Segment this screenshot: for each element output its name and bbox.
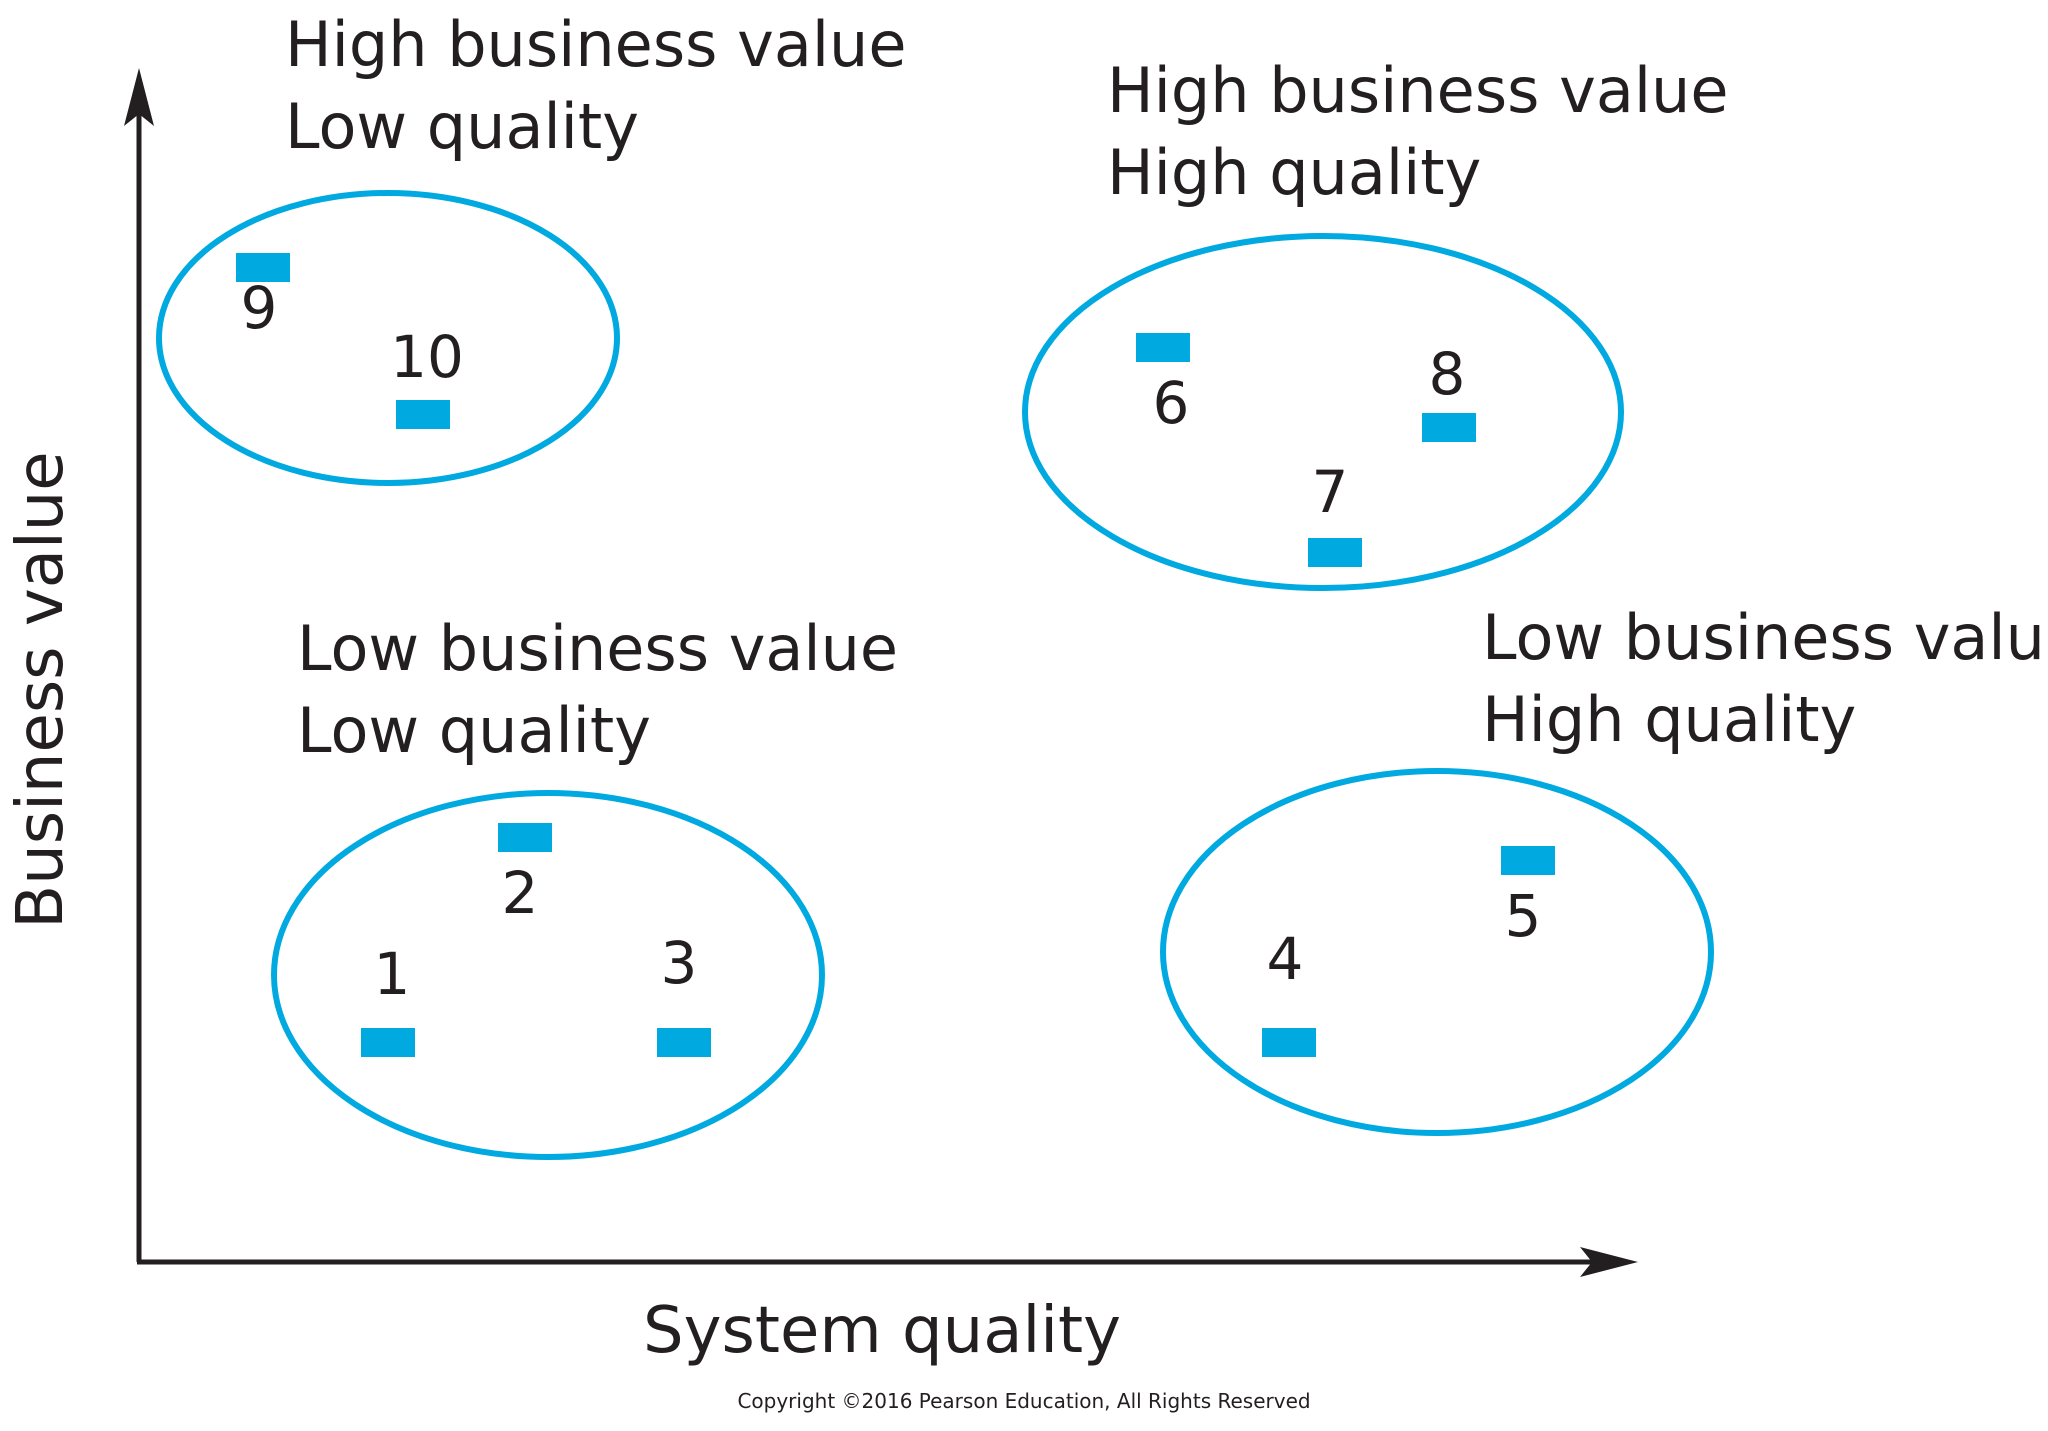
cluster-high-value-high-quality: High business value High quality 6 7 8 [1022,54,1728,591]
system-marker-3 [657,1028,711,1057]
system-number-2: 2 [502,859,539,927]
cluster-ellipse [1022,233,1624,591]
system-number-1: 1 [374,940,411,1008]
system-marker-5 [1501,846,1555,875]
y-axis-label: Business value [4,451,78,928]
system-number-5: 5 [1505,882,1542,950]
cluster-label-line1: High business value [1107,54,1728,127]
y-axis-arrowhead [124,68,154,126]
system-number-10: 10 [390,323,464,391]
cluster-label-line1: Low business value [297,612,898,685]
cluster-low-value-high-quality: Low business value High quality 5 4 [1160,601,2048,1136]
cluster-label-line2: Low quality [285,90,639,163]
cluster-ellipse [156,190,620,486]
system-marker-1 [361,1028,415,1057]
copyright-notice: Copyright ©2016 Pearson Education, All R… [737,1389,1310,1413]
axes [124,68,1638,1277]
system-marker-8 [1422,413,1476,442]
cluster-low-value-low-quality: Low business value Low quality 2 1 3 [271,612,898,1160]
x-axis-arrowhead [1580,1247,1638,1277]
system-number-9: 9 [241,274,278,342]
system-number-6: 6 [1153,369,1190,437]
cluster-label-line2: High quality [1482,683,1856,756]
system-marker-4 [1262,1028,1316,1057]
system-number-4: 4 [1267,925,1304,993]
system-marker-10 [396,400,450,429]
cluster-label-line2: Low quality [297,694,651,767]
system-marker-2 [498,823,552,852]
system-number-3: 3 [661,929,698,997]
cluster-label-line1: Low business value [1482,601,2048,674]
cluster-label-line1: High business value [285,8,906,81]
x-axis-label: System quality [643,1294,1121,1368]
system-marker-7 [1308,538,1362,567]
system-marker-9 [236,253,290,282]
system-number-8: 8 [1429,340,1466,408]
system-number-7: 7 [1312,458,1349,526]
cluster-ellipse [271,790,825,1160]
cluster-label-line2: High quality [1107,136,1481,209]
system-marker-6 [1136,333,1190,362]
cluster-high-value-low-quality: High business value Low quality 9 10 [156,8,906,486]
cluster-ellipse [1160,768,1714,1136]
